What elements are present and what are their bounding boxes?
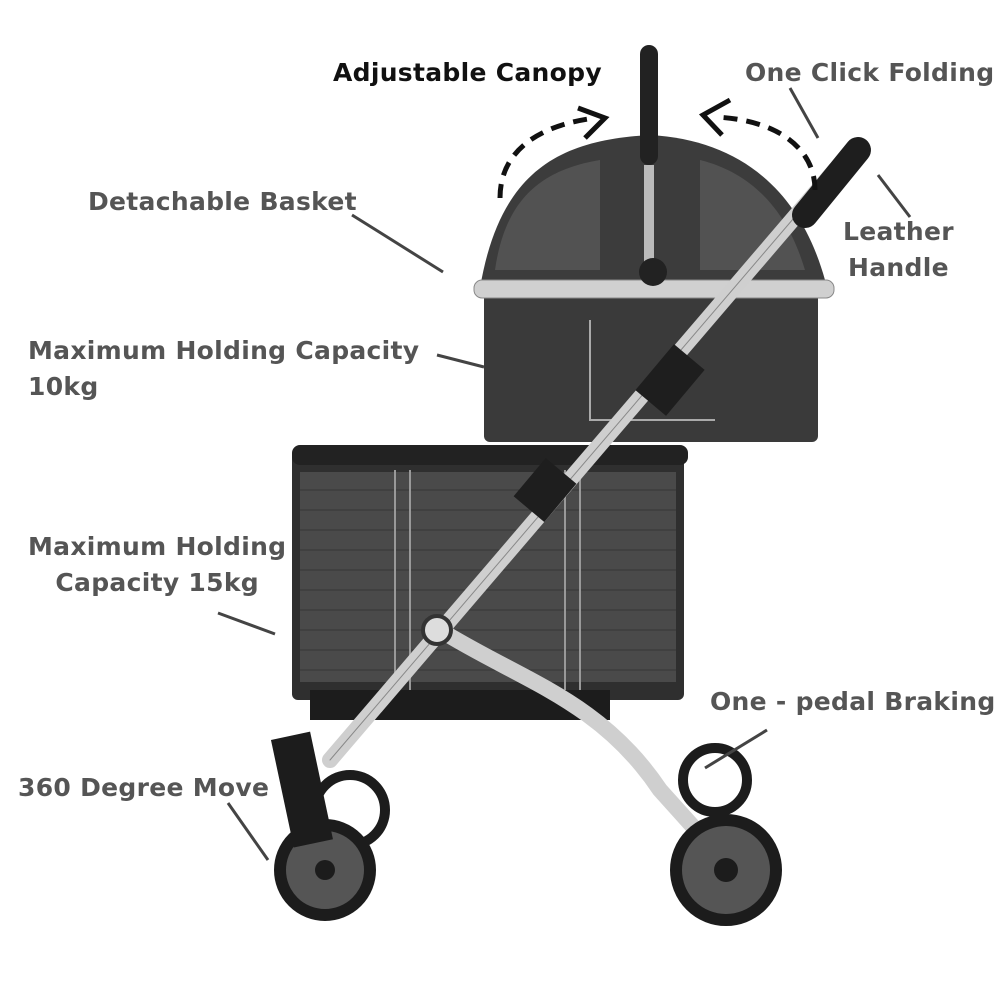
arrow-head-right [698, 97, 732, 137]
arrow-head-left [577, 105, 610, 140]
label-capacity-10kg-line1: Maximum Holding Capacity [28, 336, 420, 365]
upper-basket [473, 45, 835, 442]
label-leather-handle-line1: Leather [843, 217, 954, 246]
label-360-degree-move: 360 Degree Move [18, 773, 270, 802]
stroller-frame [322, 137, 871, 848]
label-adjustable-canopy: Adjustable Canopy [333, 58, 602, 87]
label-capacity-15kg-line2: Capacity 15kg [55, 568, 259, 597]
label-leather-handle: Leather Handle [843, 214, 954, 286]
leader-lines [217, 87, 912, 861]
label-capacity-15kg-line1: Maximum Holding [28, 532, 287, 561]
label-capacity-15kg: Maximum Holding Capacity 15kg [28, 529, 286, 601]
label-capacity-10kg-line2: 10kg [28, 372, 99, 401]
label-capacity-10kg: Maximum Holding Capacity 10kg [28, 333, 419, 405]
canopy-arrows [497, 114, 818, 199]
label-detachable-basket: Detachable Basket [88, 187, 357, 216]
label-one-pedal-braking: One - pedal Braking [710, 687, 996, 716]
label-leather-handle-line2: Handle [848, 253, 949, 282]
label-one-click-folding: One Click Folding [745, 58, 995, 87]
wheels [270, 731, 782, 926]
